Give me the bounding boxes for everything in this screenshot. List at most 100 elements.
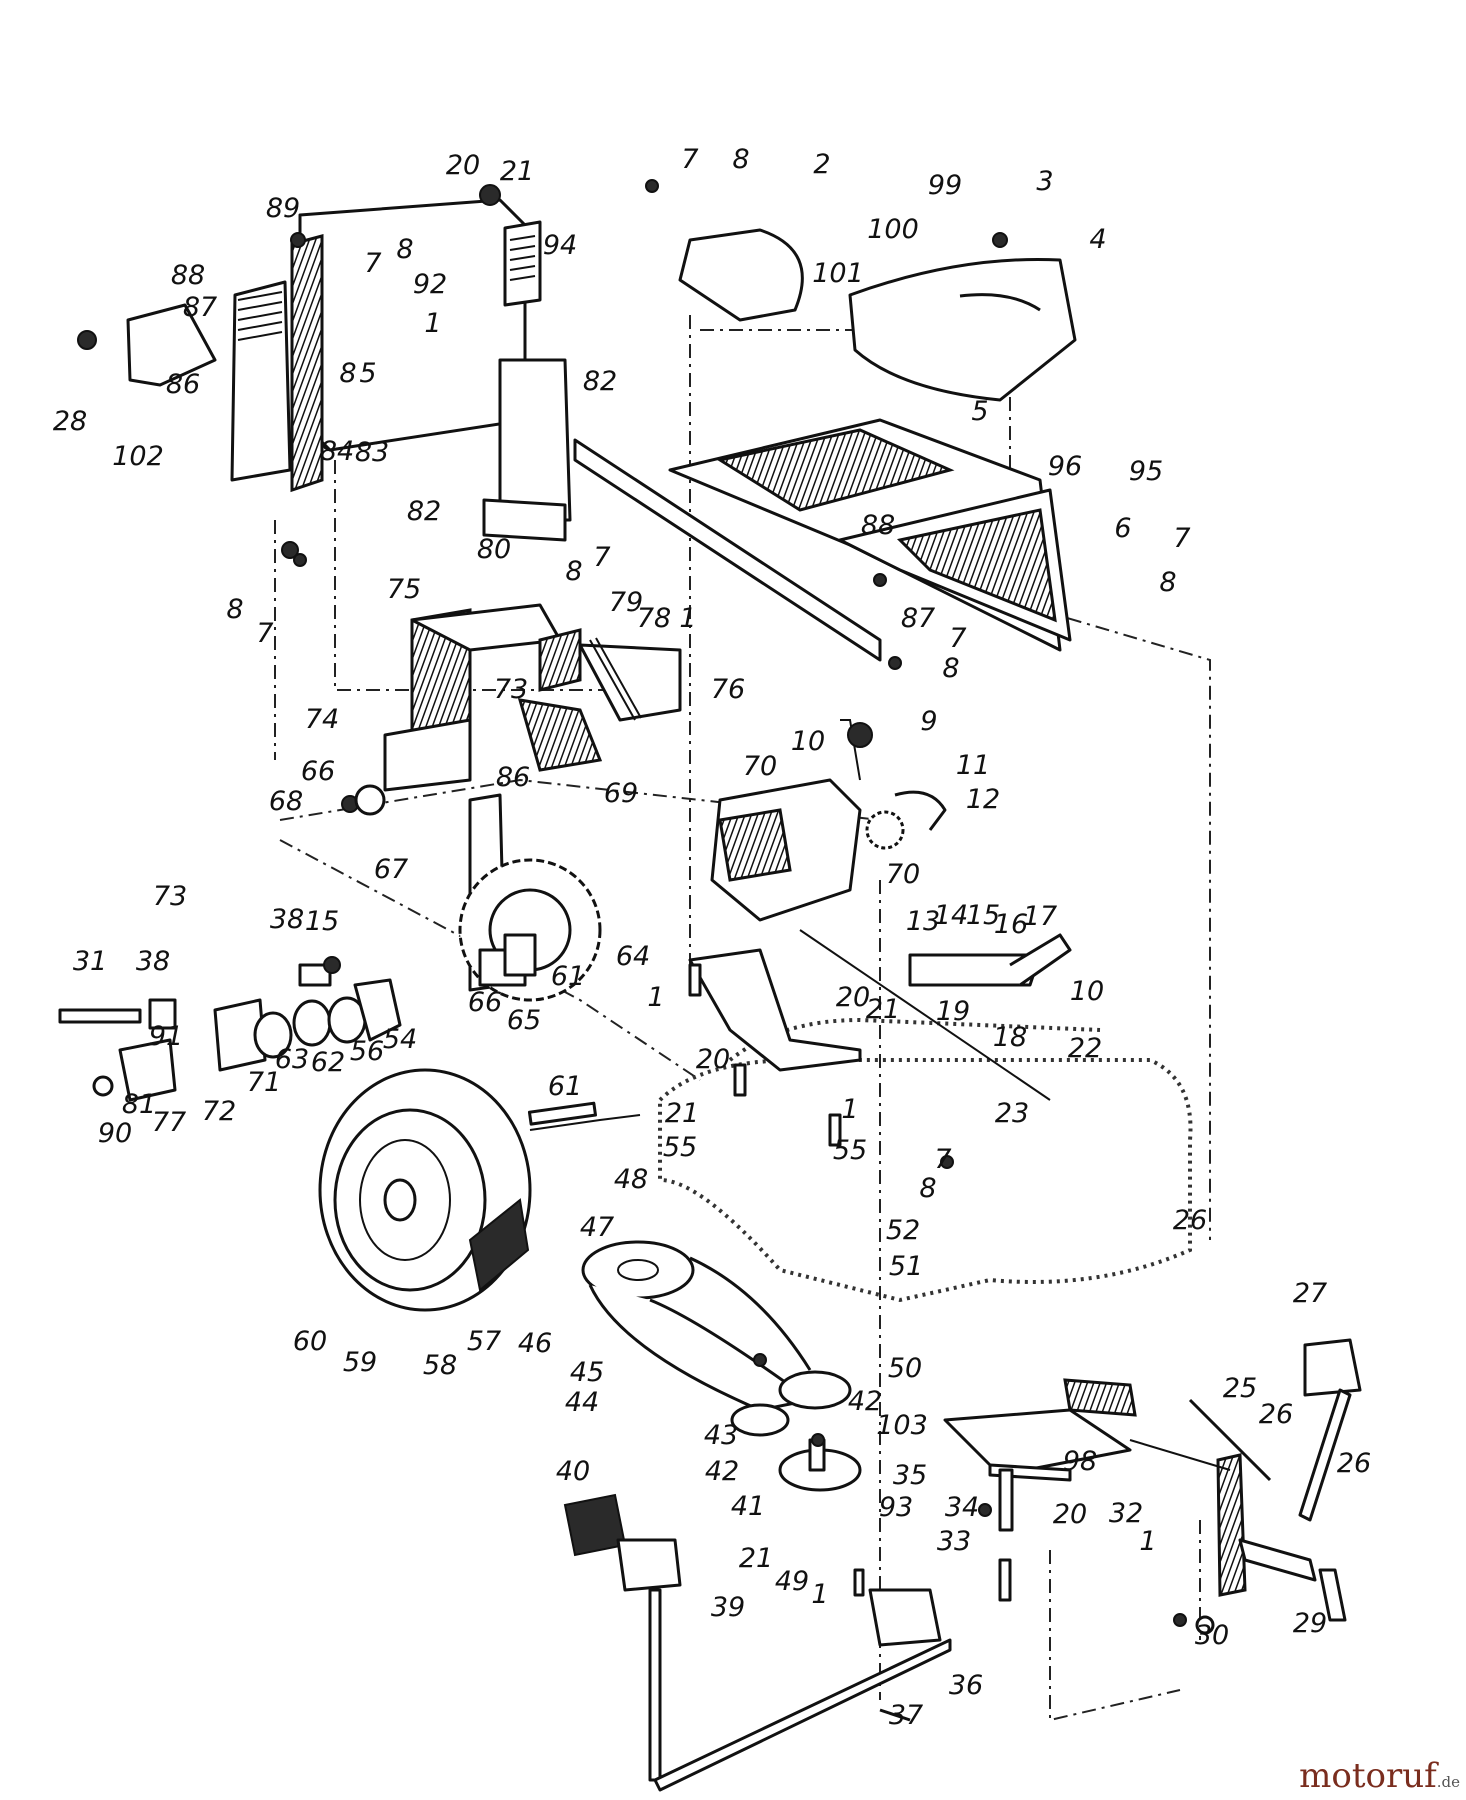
mounting-plate	[688, 929, 1072, 1101]
callout-label: 69	[604, 778, 638, 809]
callout-label: 56	[350, 1036, 384, 1067]
callout-label: 50	[888, 1353, 922, 1384]
callout-label: 81	[122, 1089, 156, 1120]
callout-label: 72	[202, 1096, 236, 1127]
callout-label: 20	[446, 150, 480, 181]
callout-label: 23	[995, 1098, 1029, 1129]
watermark-logo: motoruf.de	[1299, 1756, 1460, 1796]
callout-label: 73	[153, 881, 187, 912]
callout-label: 49	[775, 1566, 809, 1597]
grille-panel	[77, 184, 542, 493]
callout-label: 7	[256, 618, 273, 649]
callout-label: 103	[876, 1410, 928, 1441]
callout-label: 19	[936, 996, 970, 1027]
callout-label: 41	[731, 1491, 765, 1522]
callout-label: 20	[1053, 1499, 1087, 1530]
callout-label: 22	[1068, 1033, 1102, 1064]
callout-label: 8	[1159, 567, 1176, 598]
callout-label: 87	[183, 292, 217, 323]
callout-label: 26	[1173, 1205, 1207, 1236]
callout-label: 20	[836, 982, 870, 1013]
callout-label: 54	[383, 1024, 417, 1055]
seat-bracket	[341, 603, 682, 816]
callout-label: 21	[665, 1098, 699, 1129]
callout-label: 77	[152, 1107, 186, 1138]
callout-label: 48	[614, 1164, 648, 1195]
callout-label: 42	[705, 1456, 739, 1487]
callout-label: 75	[387, 574, 421, 605]
callout-label: 7	[1173, 523, 1190, 554]
callout-label: 1	[679, 603, 696, 634]
callout-label: 45	[570, 1357, 604, 1388]
callout-label: 55	[833, 1135, 867, 1166]
callout-label: 1	[1139, 1526, 1156, 1557]
watermark-suffix: .de	[1436, 1773, 1460, 1791]
callout-label: 8	[339, 358, 356, 389]
drive-belt	[581, 1240, 862, 1492]
callout-label: 58	[423, 1350, 457, 1381]
callout-label: 52	[886, 1215, 920, 1246]
callout-label: 16	[994, 909, 1028, 940]
callout-label: 99	[928, 170, 962, 201]
hood-dashboard	[668, 228, 1077, 652]
callout-label: 37	[889, 1700, 923, 1731]
callout-label: 73	[494, 674, 528, 705]
callout-label: 76	[711, 674, 745, 705]
callout-label: 94	[543, 230, 577, 261]
callout-label: 57	[467, 1326, 501, 1357]
callout-label: 13	[906, 906, 940, 937]
callout-label: 86	[166, 369, 200, 400]
callout-label: 39	[711, 1592, 745, 1623]
callout-label: 7	[934, 1144, 951, 1175]
callout-label: 60	[293, 1326, 327, 1357]
callout-label: 70	[743, 751, 777, 782]
transmission	[710, 719, 947, 922]
callout-label: 95	[1129, 456, 1163, 487]
watermark-brand: motoruf	[1299, 1756, 1437, 1796]
callout-label: 64	[616, 941, 650, 972]
callout-label: 25	[1223, 1373, 1257, 1404]
callout-label: 55	[663, 1132, 697, 1163]
callout-label: 101	[812, 258, 864, 289]
callout-label: 8	[942, 653, 959, 684]
callout-label: 3	[1036, 166, 1053, 197]
callout-label: 26	[1259, 1399, 1293, 1430]
callout-label: 14	[934, 900, 968, 931]
callout-label: 8	[732, 144, 749, 175]
callout-label: 9	[920, 706, 937, 737]
callout-label: 20	[696, 1044, 730, 1075]
callout-label: 74	[305, 704, 339, 735]
callout-label: 80	[477, 534, 511, 565]
callout-label: 61	[548, 1071, 582, 1102]
callout-label: 4	[1089, 224, 1106, 255]
callout-label: 7	[681, 144, 698, 175]
callout-label: 91	[149, 1021, 183, 1052]
axle-parts	[58, 956, 402, 1102]
callout-label: 18	[993, 1022, 1027, 1053]
callout-label: 46	[518, 1328, 552, 1359]
callout-label: 27	[1293, 1278, 1327, 1309]
callout-label: 33	[937, 1526, 971, 1557]
sprocket-assembly	[458, 793, 602, 1002]
callout-label: 89	[266, 193, 300, 224]
callout-label: 12	[966, 784, 1000, 815]
callout-label: 17	[1023, 901, 1057, 932]
callout-label: 26	[1337, 1448, 1371, 1479]
callout-label: 96	[1048, 451, 1082, 482]
callout-label: 93	[879, 1492, 913, 1523]
callout-label: 5	[359, 358, 376, 389]
callout-label: 83	[355, 437, 389, 468]
callout-label: 67	[374, 854, 408, 885]
callout-label: 7	[364, 248, 381, 279]
callout-label: 82	[583, 366, 617, 397]
callout-label: 32	[1109, 1498, 1143, 1529]
callout-label: 21	[866, 994, 900, 1025]
callout-label: 47	[580, 1212, 614, 1243]
callout-label: 65	[507, 1005, 541, 1036]
callout-label: 35	[893, 1460, 927, 1491]
callout-label: 29	[1293, 1608, 1327, 1639]
callout-label: 71	[247, 1067, 281, 1098]
callout-label: 40	[556, 1456, 590, 1487]
